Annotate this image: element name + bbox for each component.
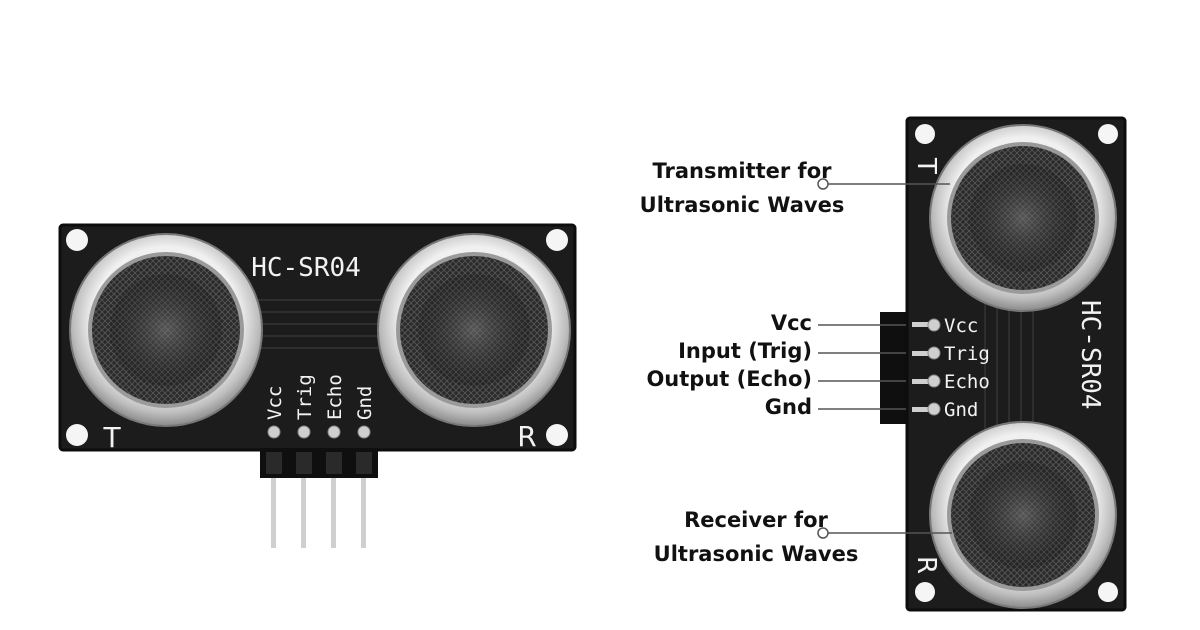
side-pin-label-trig: Trig — [944, 343, 990, 365]
transmitter-callout: Transmitter for Ultrasonic Waves — [628, 154, 856, 222]
pin-label-echo: Echo — [324, 374, 346, 420]
pin-labels: Vcc Trig Echo Gnd — [264, 374, 376, 420]
pin-callout-echo: Output (Echo) — [646, 367, 812, 391]
pin-callout-vcc: Vcc — [770, 311, 812, 335]
receiver-mark: R — [517, 420, 536, 453]
side-transmitter-transducer — [929, 124, 1117, 312]
pin-callout-trig: Input (Trig) — [678, 339, 812, 363]
pin-label-gnd: Gnd — [354, 386, 376, 420]
leader-lines — [817, 178, 952, 539]
receiver-transducer — [377, 233, 571, 427]
pin-label-vcc: Vcc — [264, 386, 286, 420]
transmitter-callout-line-2: Ultrasonic Waves — [639, 193, 845, 217]
pin-callout-gnd: Gnd — [764, 395, 812, 419]
model-label: HC-SR04 — [251, 253, 361, 283]
pin-callouts: Vcc Input (Trig) Output (Echo) Gnd — [600, 309, 812, 421]
transmitter-mark: T — [102, 421, 121, 454]
side-receiver-transducer — [929, 421, 1117, 609]
module-front-view: HC-SR04 T R Vcc Trig Echo Gnd — [58, 223, 577, 548]
side-receiver-mark: R — [911, 556, 941, 574]
mounting-holes — [66, 229, 568, 446]
side-pin-label-gnd: Gnd — [944, 399, 978, 421]
side-model-label: HC-SR04 — [1075, 300, 1105, 410]
receiver-callout-line-1: Receiver for — [684, 508, 828, 532]
transmitter-callout-line-1: Transmitter for — [652, 159, 832, 183]
header-pins — [271, 470, 366, 548]
pin-label-trig: Trig — [294, 374, 316, 420]
module-side-view: HC-SR04 T R Vcc Trig Echo Gnd — [880, 116, 1127, 612]
transmitter-transducer — [69, 233, 263, 427]
side-transmitter-mark: T — [911, 157, 941, 174]
side-pin-label-echo: Echo — [944, 371, 990, 393]
receiver-callout-line-2: Ultrasonic Waves — [653, 542, 859, 566]
side-pin-label-vcc: Vcc — [944, 315, 978, 337]
receiver-callout: Receiver for Ultrasonic Waves — [642, 503, 870, 571]
